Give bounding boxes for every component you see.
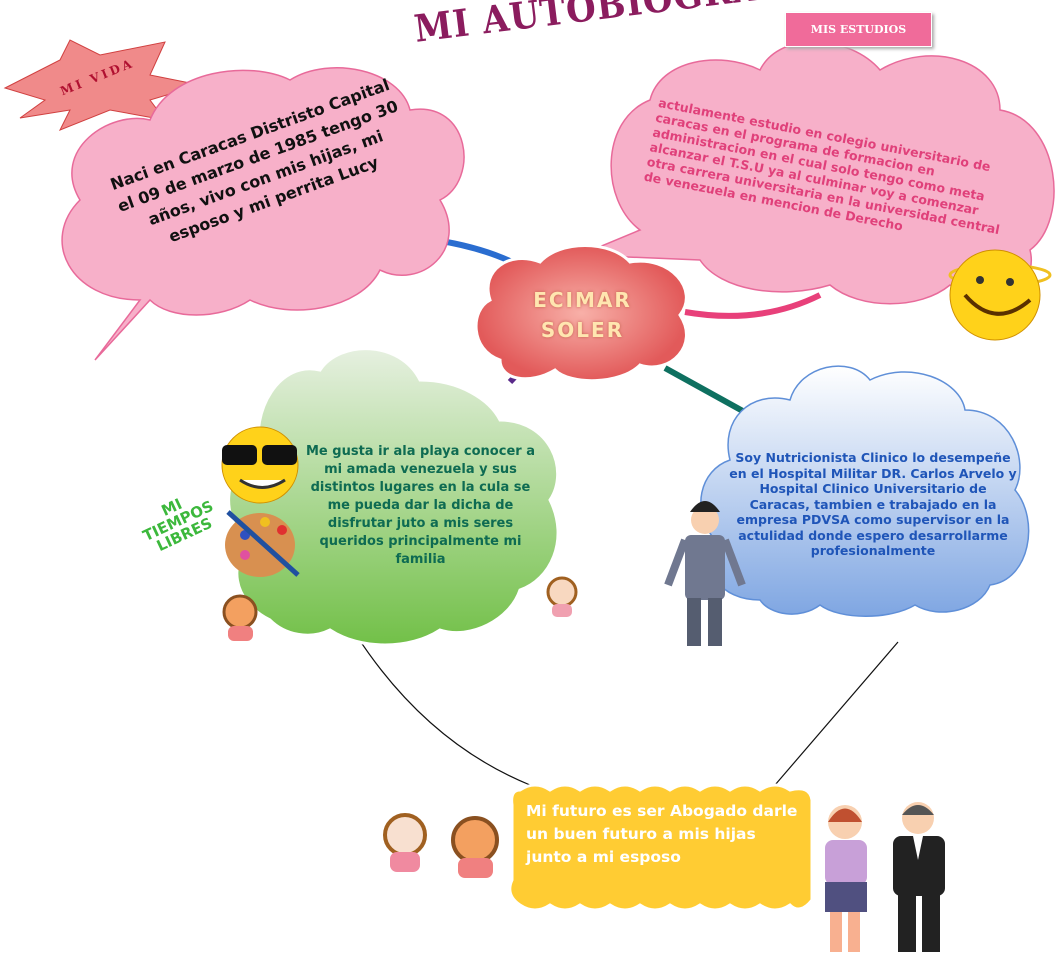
mi-vida-starburst	[3, 39, 201, 131]
girl-figure-icon	[546, 576, 578, 617]
central-node-line2: SOLER	[540, 318, 625, 342]
paint-palette-icon	[225, 510, 300, 577]
girl-figure-icon	[383, 813, 427, 872]
central-cloud	[474, 244, 688, 383]
futuro-text: Mi futuro es ser Abogado darle un buen f…	[526, 802, 798, 866]
angel-smiley-icon	[948, 249, 1052, 341]
connector-teal	[663, 365, 752, 418]
futuro-box	[508, 783, 814, 912]
girl-figure-icon	[451, 816, 499, 878]
trabajo-cloud	[700, 365, 1030, 617]
mi-vida-cloud	[61, 67, 465, 361]
sunglasses-smiley-icon	[221, 426, 299, 504]
couple-figure-icon	[825, 802, 945, 952]
connector-pink	[684, 292, 822, 319]
central-node[interactable]: ECIMAR SOLER	[500, 285, 665, 345]
trabajo-text: Soy Nutricionista Clinico lo desempeñe e…	[729, 450, 1017, 558]
central-node-line1: ECIMAR	[533, 288, 632, 312]
mis-estudios-cloud	[579, 41, 1055, 305]
girl-figure-icon	[222, 594, 258, 641]
mis-estudios-button[interactable]: MIS ESTUDIOS	[785, 12, 932, 47]
tiempos-libres-text: Me gusta ir ala playa conocer a mi amada…	[306, 444, 535, 567]
connector-black-right	[774, 641, 899, 786]
businesswoman-figure-icon	[664, 501, 746, 646]
connector-black-left	[347, 621, 531, 786]
